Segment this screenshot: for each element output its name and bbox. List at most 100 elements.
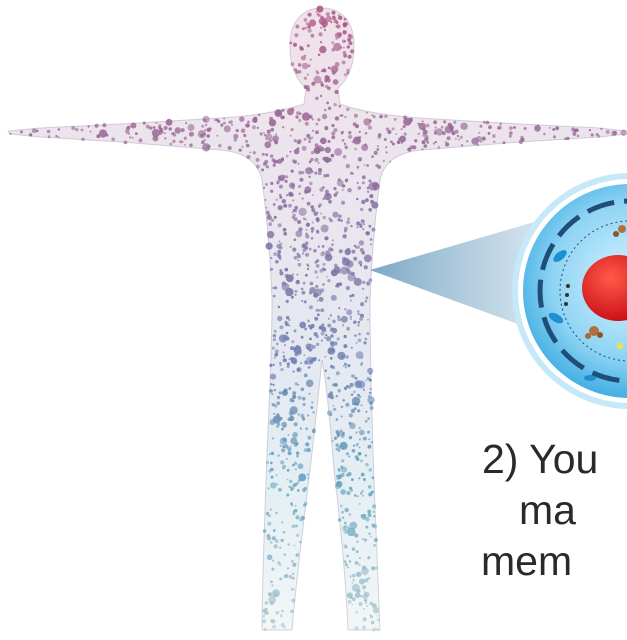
molecule-node [445, 141, 447, 143]
molecule-node [371, 621, 374, 624]
molecule-node [321, 20, 328, 27]
molecule-node [321, 83, 324, 86]
molecule-node [135, 132, 138, 135]
molecule-node [352, 547, 355, 550]
molecule-node [298, 70, 301, 73]
molecule-node [398, 138, 401, 141]
molecule-node [353, 137, 361, 145]
molecule-node [306, 229, 308, 231]
molecule-node [346, 248, 350, 252]
molecule-node [285, 322, 289, 326]
molecule-node [307, 320, 310, 323]
molecule-node [325, 190, 329, 194]
molecule-node [124, 141, 128, 145]
molecule-node [297, 368, 301, 372]
molecule-node [401, 128, 403, 130]
molecule-node [327, 410, 332, 415]
molecule-node [351, 250, 355, 254]
molecule-node [279, 391, 282, 394]
molecule-node [364, 164, 366, 166]
molecule-node [304, 77, 307, 80]
molecule-node [325, 370, 327, 372]
molecule-node [255, 121, 257, 123]
molecule-node [347, 45, 350, 48]
molecule-node [286, 332, 289, 335]
molecule-node [331, 295, 337, 301]
molecule-node [270, 374, 276, 380]
molecule-node [293, 512, 296, 515]
molecule-node [357, 182, 359, 184]
molecule-node [334, 103, 337, 106]
molecule-node [308, 325, 311, 328]
molecule-node [292, 395, 296, 399]
molecule-node [208, 145, 210, 147]
molecule-node [297, 220, 301, 224]
molecule-node [355, 561, 359, 565]
molecule-node [401, 142, 403, 144]
molecule-node [55, 135, 57, 137]
molecule-node [288, 204, 292, 208]
molecule-node [290, 246, 292, 248]
molecule-node [292, 563, 296, 567]
molecule-node [293, 43, 297, 47]
cell-zoom [515, 176, 627, 406]
molecule-node [289, 42, 292, 45]
molecule-node [332, 383, 335, 386]
molecule-node [333, 405, 335, 407]
molecule-node [57, 136, 59, 138]
molecule-node [309, 305, 313, 309]
molecule-node [291, 504, 293, 506]
molecule-node [275, 109, 283, 117]
molecule-node [292, 248, 296, 252]
molecule-node [447, 136, 451, 140]
molecule-node [384, 138, 387, 141]
molecule-node [268, 514, 271, 517]
molecule-node [280, 445, 282, 447]
molecule-node [350, 318, 352, 320]
molecule-node [331, 154, 335, 158]
molecule-node [332, 11, 336, 15]
molecule-node [352, 449, 356, 453]
molecule-node [312, 222, 314, 224]
molecule-node [361, 473, 365, 477]
molecule-node [318, 309, 321, 312]
molecule-node [295, 515, 299, 519]
molecule-node [524, 127, 527, 130]
molecule-node [290, 193, 294, 197]
molecule-node [273, 530, 275, 532]
molecule-node [307, 414, 309, 416]
molecule-node [310, 406, 313, 409]
molecule-node [351, 347, 353, 349]
molecule-node [358, 321, 361, 324]
molecule-node [311, 208, 315, 212]
molecule-node [294, 33, 298, 37]
molecule-node [304, 448, 308, 452]
molecule-node [373, 544, 376, 547]
molecule-node [368, 532, 371, 535]
molecule-node [297, 254, 301, 258]
molecule-node [265, 183, 268, 186]
molecule-node [320, 16, 323, 19]
molecule-node [343, 355, 345, 357]
molecule-node [314, 147, 321, 154]
molecule-node [360, 460, 363, 463]
molecule-node [454, 130, 458, 134]
molecule-node [267, 534, 270, 537]
molecule-node [316, 264, 320, 268]
molecule-node [270, 509, 272, 511]
molecule-node [297, 384, 299, 386]
molecule-node [274, 139, 276, 141]
molecule-node [272, 437, 274, 439]
molecule-node [269, 470, 272, 473]
molecule-node [324, 337, 326, 339]
molecule-node [305, 167, 312, 174]
molecule-node [453, 121, 456, 124]
molecule-node [335, 116, 339, 120]
molecule-node [291, 588, 294, 591]
molecule-node [342, 189, 344, 191]
molecule-node [153, 126, 156, 129]
molecule-node [320, 308, 324, 312]
molecule-node [283, 531, 286, 534]
molecule-node [304, 487, 307, 490]
molecule-node [130, 123, 136, 129]
